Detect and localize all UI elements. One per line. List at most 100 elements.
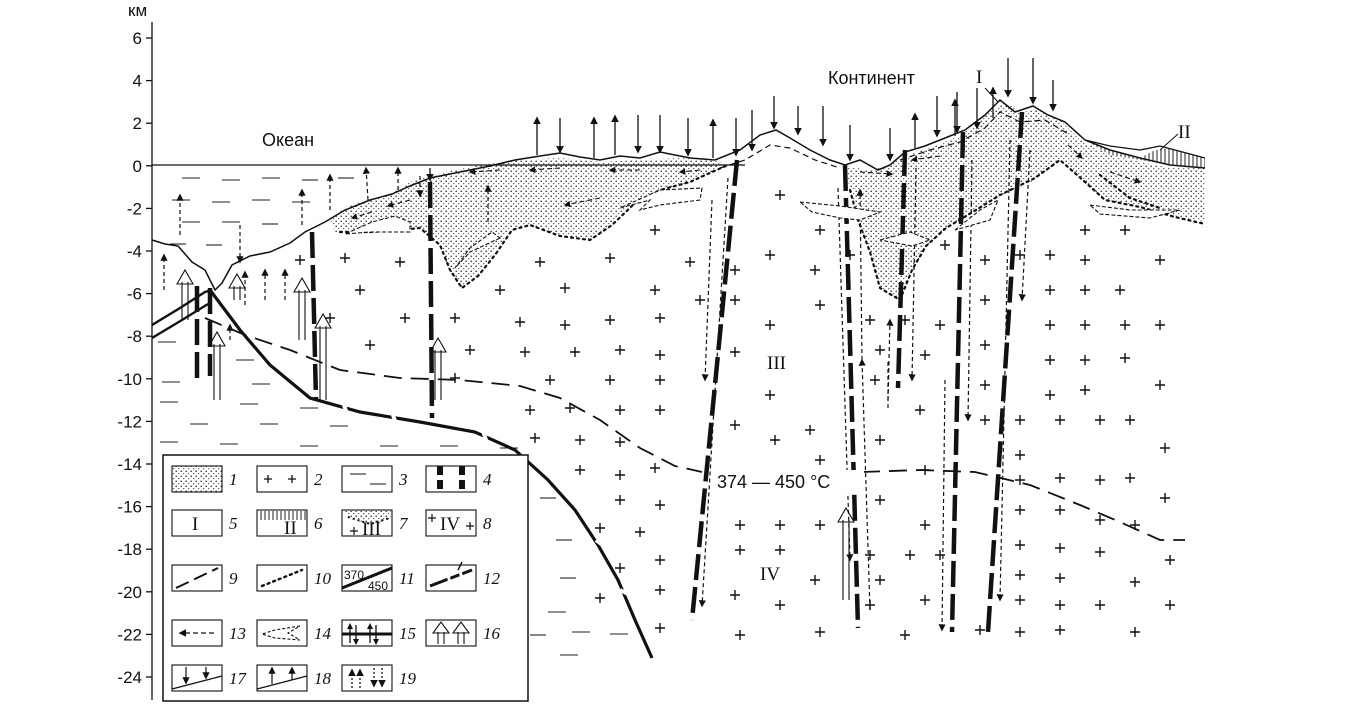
granite-cross xyxy=(535,257,545,267)
granite-cross xyxy=(775,545,785,555)
legend-item-13: 13 xyxy=(171,619,246,647)
svg-text:450: 450 xyxy=(368,579,388,593)
granite-cross xyxy=(1045,320,1055,330)
axis-tick-label: -6 xyxy=(127,285,142,304)
granite-cross xyxy=(545,375,555,385)
granite-cross xyxy=(805,425,815,435)
axis-tick-label: -22 xyxy=(117,625,142,644)
granite-cross xyxy=(1120,353,1130,363)
axis-tick-label: -20 xyxy=(117,583,142,602)
granite-cross xyxy=(560,283,570,293)
granite-cross xyxy=(815,520,825,530)
granite-cross xyxy=(775,190,785,200)
terrain-zone-II xyxy=(1085,140,1205,168)
granite-cross xyxy=(1015,475,1025,485)
zone-label-II: II xyxy=(1178,122,1191,143)
granite-cross xyxy=(775,600,785,610)
granite-cross xyxy=(1160,443,1170,453)
granite-cross xyxy=(365,340,375,350)
granite-cross xyxy=(765,390,775,400)
granite-cross xyxy=(685,257,695,267)
legend-item-7: III 7 xyxy=(341,509,409,540)
svg-text:7: 7 xyxy=(399,514,409,533)
granite-cross xyxy=(815,627,825,637)
granite-cross xyxy=(1055,600,1065,610)
isotherm-dashed-east xyxy=(861,469,1185,541)
granite-cross xyxy=(1045,285,1055,295)
granite-cross xyxy=(980,340,990,350)
granite-cross xyxy=(495,285,505,295)
svg-text:19: 19 xyxy=(399,669,417,688)
granite-cross xyxy=(465,345,475,355)
granite-cross xyxy=(775,520,785,530)
svg-text:16: 16 xyxy=(483,624,501,643)
svg-text:8: 8 xyxy=(483,514,492,533)
granite-cross xyxy=(1080,225,1090,235)
granite-cross xyxy=(575,435,585,445)
axis-unit-label: км xyxy=(128,1,147,20)
granite-cross xyxy=(875,435,885,445)
granite-cross xyxy=(325,313,335,323)
granite-cross xyxy=(865,550,875,560)
legend-item-17: 17 xyxy=(171,664,248,692)
granite-cross xyxy=(1015,570,1025,580)
granite-cross xyxy=(815,300,825,310)
granite-cross xyxy=(340,253,350,263)
granite-cross xyxy=(1015,450,1025,460)
granite-cross xyxy=(1015,627,1025,637)
svg-text:6: 6 xyxy=(314,514,323,533)
axis-tick-label: -24 xyxy=(117,668,142,687)
granite-cross xyxy=(900,630,910,640)
legend-item-16: 16 xyxy=(425,619,501,647)
granite-cross xyxy=(1165,555,1175,565)
granite-cross xyxy=(1015,540,1025,550)
granite-cross xyxy=(1080,355,1090,365)
granite-cross xyxy=(810,265,820,275)
granite-cross xyxy=(655,350,665,360)
granite-cross xyxy=(520,347,530,357)
granite-cross xyxy=(615,437,625,447)
granite-cross xyxy=(605,375,615,385)
granite-cross xyxy=(730,420,740,430)
faults xyxy=(194,111,1025,633)
axis-tick-label: -12 xyxy=(117,412,142,431)
granite-cross xyxy=(650,463,660,473)
isotherm-dashed xyxy=(204,317,703,473)
granite-cross xyxy=(1095,600,1105,610)
granite-cross xyxy=(1160,493,1170,503)
granite-cross xyxy=(595,593,605,603)
granite-cross xyxy=(655,405,665,415)
granite-cross xyxy=(1080,320,1090,330)
granite-cross xyxy=(570,347,580,357)
zone-label-IV: IV xyxy=(760,564,780,585)
granite-cross xyxy=(920,520,930,530)
axis-tick-label: -10 xyxy=(117,370,142,389)
granite-cross xyxy=(815,225,825,235)
granite-cross xyxy=(635,527,645,537)
granite-cross xyxy=(295,255,305,265)
granite-cross xyxy=(765,250,775,260)
granite-cross xyxy=(875,575,885,585)
svg-text:12: 12 xyxy=(483,569,501,588)
granite-cross xyxy=(450,373,460,383)
legend-item-10: 10 xyxy=(256,564,332,592)
legend-item-18: 18 xyxy=(256,664,332,692)
granite-cross xyxy=(1080,285,1090,295)
axis-tick-label: -8 xyxy=(127,327,142,346)
granite-cross xyxy=(1125,415,1135,425)
granite-cross xyxy=(560,320,570,330)
granite-cross xyxy=(765,320,775,330)
granite-crosses xyxy=(295,190,1175,640)
temperature-label: 374 — 450 °C xyxy=(717,472,830,492)
granite-cross xyxy=(1155,320,1165,330)
granite-cross xyxy=(1155,255,1165,265)
granite-cross xyxy=(735,545,745,555)
granite-cross xyxy=(400,313,410,323)
granite-cross xyxy=(980,295,990,305)
legend-item-15: 15 xyxy=(341,619,416,647)
granite-cross xyxy=(875,495,885,505)
granite-cross xyxy=(655,375,665,385)
granite-cross xyxy=(1095,547,1105,557)
granite-cross xyxy=(655,500,665,510)
